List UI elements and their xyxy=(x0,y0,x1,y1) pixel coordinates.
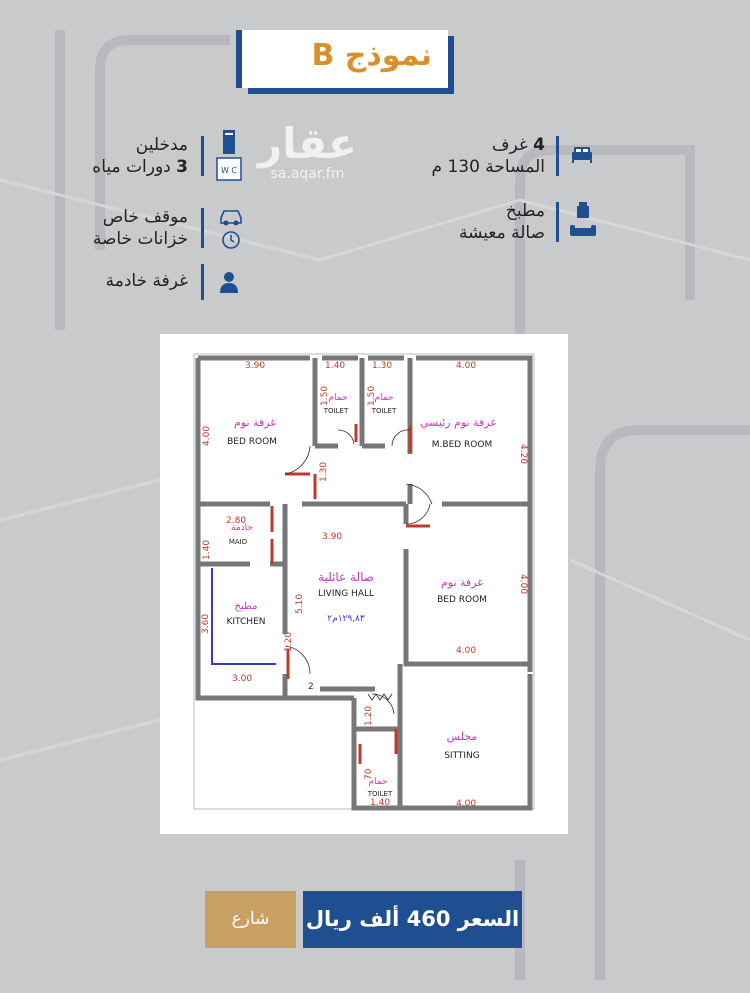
parking-label: موقف خاص xyxy=(102,207,188,227)
dim-toilet3-width: 1.40 xyxy=(370,798,390,808)
feature-divider xyxy=(556,136,559,176)
feature-divider xyxy=(556,202,559,242)
dim-toilet1-height: 1.50 xyxy=(320,386,330,406)
dim-step: 2 xyxy=(308,682,314,692)
room-living-ar: صالة عائلية xyxy=(318,570,374,584)
dim-living-height: 5.10 xyxy=(295,594,305,614)
room-toilet2-ar: حمام xyxy=(374,393,393,403)
room-toilet3-ar: حمام xyxy=(368,777,387,787)
wc-icon: W C xyxy=(216,130,242,181)
room-bed1-ar: غرفة نوم xyxy=(234,416,276,429)
entrances-label: مدخلين xyxy=(135,135,188,155)
dim-master-width: 4.00 xyxy=(456,361,476,371)
feature-kitchen-living: مطبخ صالة معيشة xyxy=(459,200,545,244)
room-bed2-en: BED ROOM xyxy=(437,595,487,605)
feature-divider xyxy=(201,264,204,300)
tanks-label: خزانات خاصة xyxy=(92,229,188,249)
bed-icon xyxy=(572,147,592,163)
room-maid-en: MAID xyxy=(229,538,247,546)
dim-door-height: 1.20 xyxy=(284,632,294,652)
price-button[interactable]: السعر 460 ألف ريال xyxy=(303,891,522,948)
area-label: المساحة 130 م xyxy=(431,157,546,177)
dim-maid-width: 2.80 xyxy=(226,516,246,526)
wc-count: 3 xyxy=(176,157,188,177)
living-label: صالة معيشة xyxy=(458,223,545,243)
watermark-url: sa.aqar.fm xyxy=(270,166,345,182)
dim-toilet3-height: 70 xyxy=(364,768,374,780)
feature-divider xyxy=(201,136,204,176)
wc-label: دورات مياه xyxy=(92,157,177,177)
room-living-en: LIVING HALL xyxy=(318,589,374,599)
room-bed2-ar: غرفة نوم xyxy=(441,576,483,589)
dim-corridor-height: 1.30 xyxy=(319,462,329,482)
room-area-note: ١٢٩,٨٣م٢ xyxy=(327,614,365,624)
room-toilet3-en: TOILET xyxy=(367,790,393,798)
room-bed1-en: BED ROOM xyxy=(227,437,277,447)
watermark-brand: عقار xyxy=(258,119,357,168)
room-kitchen-ar: مطبخ xyxy=(234,601,257,612)
kitchen-label: مطبخ xyxy=(505,201,545,221)
title-box: نموذج B xyxy=(242,30,448,88)
room-toilet2-en: TOILET xyxy=(371,407,397,415)
street-button[interactable]: شارع xyxy=(205,891,296,948)
dim-bed2-height: 4.00 xyxy=(518,574,528,594)
feature-divider xyxy=(201,208,204,248)
feature-maid-room: غرفة خادمة xyxy=(106,270,188,292)
dim-kitchen-height: 3.60 xyxy=(201,614,211,634)
wc-icon-label: W C xyxy=(221,166,237,175)
room-kitchen-en: KITCHEN xyxy=(227,617,266,627)
kitchen-icon xyxy=(570,202,596,236)
maid-room-label: غرفة خادمة xyxy=(105,271,188,291)
room-sitting-en: SITTING xyxy=(444,751,480,761)
dim-toilet2-width: 1.30 xyxy=(372,361,392,371)
dim-bed1-width: 3.90 xyxy=(245,361,265,371)
dim-bed1-height: 4.00 xyxy=(202,426,212,446)
room-maid-ar: خادمة xyxy=(231,523,253,533)
dim-toilet2-height: 1.50 xyxy=(367,386,377,406)
feature-parking-tanks: موقف خاص خزانات خاصة xyxy=(93,206,188,250)
feature-entrances-wc: مدخلين 3 دورات مياه xyxy=(92,134,188,178)
person-icon xyxy=(220,272,238,293)
car-icon xyxy=(220,210,242,249)
dim-entry-height: 1.20 xyxy=(364,706,374,726)
watermark: عقار sa.aqar.fm xyxy=(258,119,357,183)
room-toilet1-ar: حمام xyxy=(328,393,347,403)
rooms-label: غرف xyxy=(491,135,534,155)
dim-maid-height: 1.40 xyxy=(202,540,212,560)
dim-master-height: 4.20 xyxy=(518,444,528,464)
room-master-ar: غرفة نوم رئيسي xyxy=(420,416,496,429)
room-master-en: M.BED ROOM xyxy=(432,440,492,450)
dim-bed2-width: 4.00 xyxy=(456,646,476,656)
floor-plan-drawing: 3.90 1.40 1.30 4.00 3.90 2.80 4.00 3.00 … xyxy=(193,353,535,811)
page-title: نموذج B xyxy=(311,38,432,73)
feature-rooms-area: 4 غرف المساحة 130 م xyxy=(432,134,546,178)
dim-living-width: 3.90 xyxy=(322,532,342,542)
room-toilet1-en: TOILET xyxy=(323,407,349,415)
room-sitting-ar: مجلس xyxy=(447,730,478,743)
dim-kitchen-width: 3.00 xyxy=(232,674,252,684)
dim-toilet1-width: 1.40 xyxy=(325,361,345,371)
rooms-count: 4 xyxy=(533,135,545,155)
floor-plan: 3.90 1.40 1.30 4.00 3.90 2.80 4.00 3.00 … xyxy=(160,334,568,834)
dim-sitting-width: 4.00 xyxy=(456,799,476,809)
